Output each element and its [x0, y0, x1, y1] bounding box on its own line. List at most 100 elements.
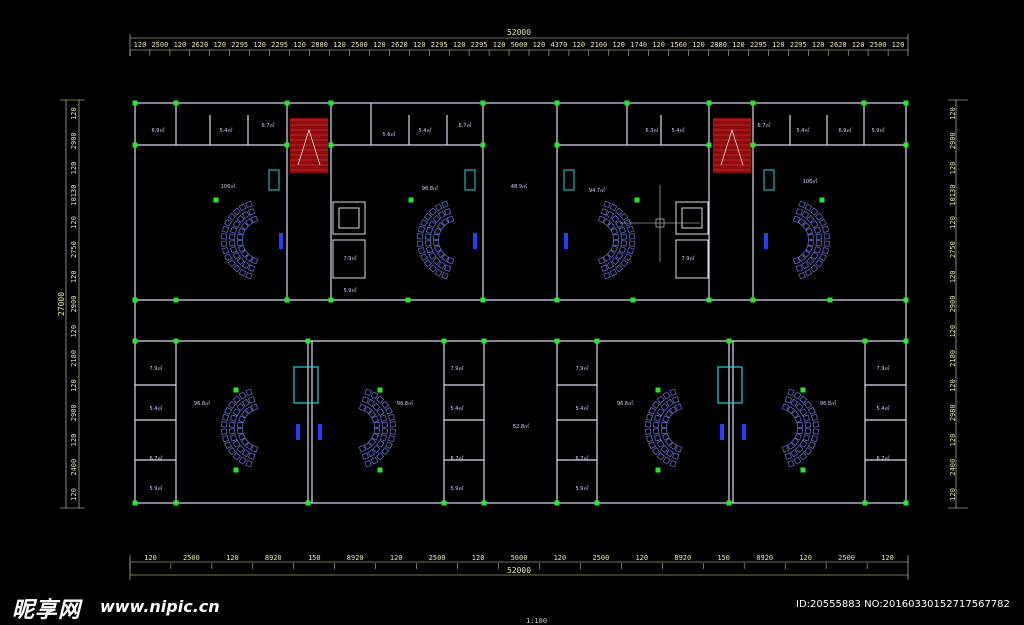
- column: [328, 297, 334, 303]
- seat: [424, 240, 432, 247]
- right-dimension-chain: [948, 99, 968, 509]
- seat: [245, 218, 254, 227]
- right-dim-label: 120: [949, 216, 957, 229]
- seat: [232, 408, 241, 417]
- seat: [240, 222, 249, 231]
- seat: [224, 406, 232, 415]
- left-dim-label: 120: [70, 162, 78, 175]
- bottom-dim-label: 2500: [429, 554, 446, 562]
- seat: [446, 256, 455, 265]
- top-dim-label: 4370: [550, 41, 567, 49]
- seat: [240, 410, 249, 419]
- column: [726, 500, 732, 506]
- seat: [808, 406, 816, 415]
- room-area-label: 6.9㎡: [839, 127, 852, 134]
- right-dim-label: 120: [949, 379, 957, 392]
- top-dim-label: 1740: [630, 41, 647, 49]
- seat: [791, 410, 800, 419]
- bottom-dim-label: 2500: [838, 554, 855, 562]
- bottom-dim-label: 8920: [756, 554, 773, 562]
- column: [405, 297, 411, 303]
- room-area-label: 5.6㎡: [383, 131, 396, 138]
- podiums: [268, 169, 775, 440]
- seat: [669, 406, 678, 415]
- seat: [434, 268, 443, 277]
- seat: [370, 391, 379, 400]
- seat: [628, 233, 635, 240]
- seat: [238, 391, 247, 400]
- seat: [237, 432, 246, 441]
- seat: [432, 214, 441, 224]
- seat: [790, 398, 799, 407]
- column: [750, 100, 756, 106]
- room-area-label: 6.7㎡: [877, 455, 890, 462]
- seat: [363, 441, 372, 450]
- top-dim-label: 120: [213, 41, 226, 49]
- seat: [795, 208, 804, 216]
- seat: [236, 421, 244, 429]
- seat: [603, 271, 611, 280]
- room-area-label: 5.4㎡: [419, 127, 432, 134]
- lectern: [564, 233, 568, 249]
- room-area-label: 6.9㎡: [152, 127, 165, 134]
- seat: [232, 452, 241, 461]
- seat: [236, 256, 245, 266]
- room-area-label: 106㎡: [803, 178, 818, 185]
- seat: [247, 208, 256, 216]
- seat: [600, 208, 609, 216]
- seat: [819, 253, 827, 262]
- column: [554, 338, 560, 344]
- seat: [620, 212, 629, 221]
- seat: [437, 261, 446, 270]
- seat: [802, 434, 811, 442]
- seat: [815, 233, 823, 240]
- seat: [221, 233, 228, 240]
- column: [750, 297, 756, 303]
- seat: [807, 239, 815, 247]
- column: [800, 387, 806, 393]
- column: [305, 500, 311, 506]
- seat: [381, 447, 390, 456]
- seat: [428, 251, 437, 260]
- elevator-cores: [332, 201, 709, 279]
- seat: [660, 427, 668, 435]
- seat: [661, 432, 670, 441]
- column: [233, 467, 239, 473]
- seat: [624, 253, 632, 262]
- right-dim-label: 120: [949, 162, 957, 175]
- seat: [653, 414, 662, 422]
- seat: [665, 398, 674, 407]
- left-dim-label: 120: [70, 379, 78, 392]
- seat: [364, 459, 372, 468]
- seat: [618, 226, 627, 234]
- column: [441, 500, 447, 506]
- seat: [786, 441, 795, 450]
- column: [481, 500, 487, 506]
- seat: [798, 271, 806, 280]
- room-area-label: 106㎡: [221, 183, 236, 190]
- seat: [221, 421, 228, 428]
- seat: [821, 247, 830, 255]
- seat: [812, 428, 819, 435]
- seat: [806, 256, 815, 266]
- seat: [428, 264, 437, 273]
- room-area-label: 48.9㎡: [511, 183, 527, 190]
- column: [132, 297, 138, 303]
- seat: [221, 225, 230, 233]
- stair-treads: [290, 119, 751, 171]
- seat: [245, 253, 254, 262]
- seat: [615, 264, 624, 273]
- media-console: [717, 366, 743, 404]
- seat: [232, 264, 241, 273]
- right-dim-label: 2400: [949, 459, 957, 476]
- column: [481, 338, 487, 344]
- seat: [787, 459, 795, 468]
- top-dim-label: 120: [333, 41, 346, 49]
- stair-arrow: [720, 128, 744, 166]
- seat: [389, 421, 396, 428]
- seat: [671, 396, 680, 404]
- seat: [597, 256, 606, 265]
- right-dim-label: 120: [949, 107, 957, 120]
- room-area-label: 5.9㎡: [150, 485, 163, 492]
- seat: [433, 244, 442, 253]
